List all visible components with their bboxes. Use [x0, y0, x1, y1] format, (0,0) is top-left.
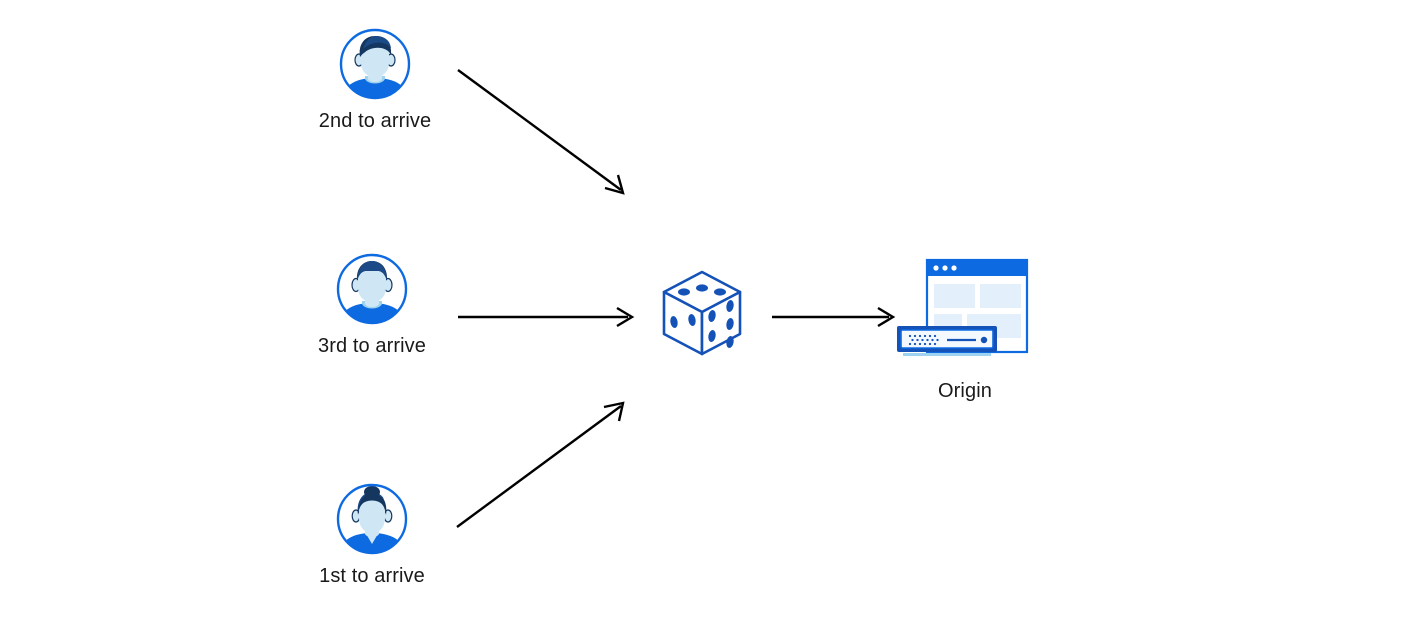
node-label-visitor-1st: 1st to arrive	[319, 565, 425, 587]
node-label-visitor-3rd: 3rd to arrive	[317, 335, 426, 357]
arrow-3rd-to-dice	[458, 306, 635, 328]
node-randomizer	[658, 268, 748, 360]
origin-server-icon	[897, 258, 1029, 356]
server-device	[897, 326, 997, 356]
avatar	[295, 27, 455, 101]
avatar	[292, 252, 452, 326]
node-visitor-2nd: 2nd to arrive	[295, 27, 455, 133]
user-avatar-icon	[339, 28, 411, 100]
arrow-dice-to-origin	[772, 306, 896, 328]
arrow-2nd-to-dice	[457, 69, 625, 195]
node-visitor-3rd: 3rd to arrive	[292, 252, 452, 358]
dice-cube-icon	[662, 270, 742, 356]
user-avatar-icon	[336, 253, 408, 325]
avatar	[292, 482, 452, 556]
node-label-visitor-2nd: 2nd to arrive	[318, 110, 432, 132]
user-avatar-icon	[336, 483, 408, 555]
node-visitor-1st: 1st to arrive	[292, 482, 452, 588]
node-label-origin: Origin	[938, 380, 992, 402]
node-origin: Origin	[880, 258, 1050, 403]
arrow-1st-to-dice	[456, 401, 625, 528]
